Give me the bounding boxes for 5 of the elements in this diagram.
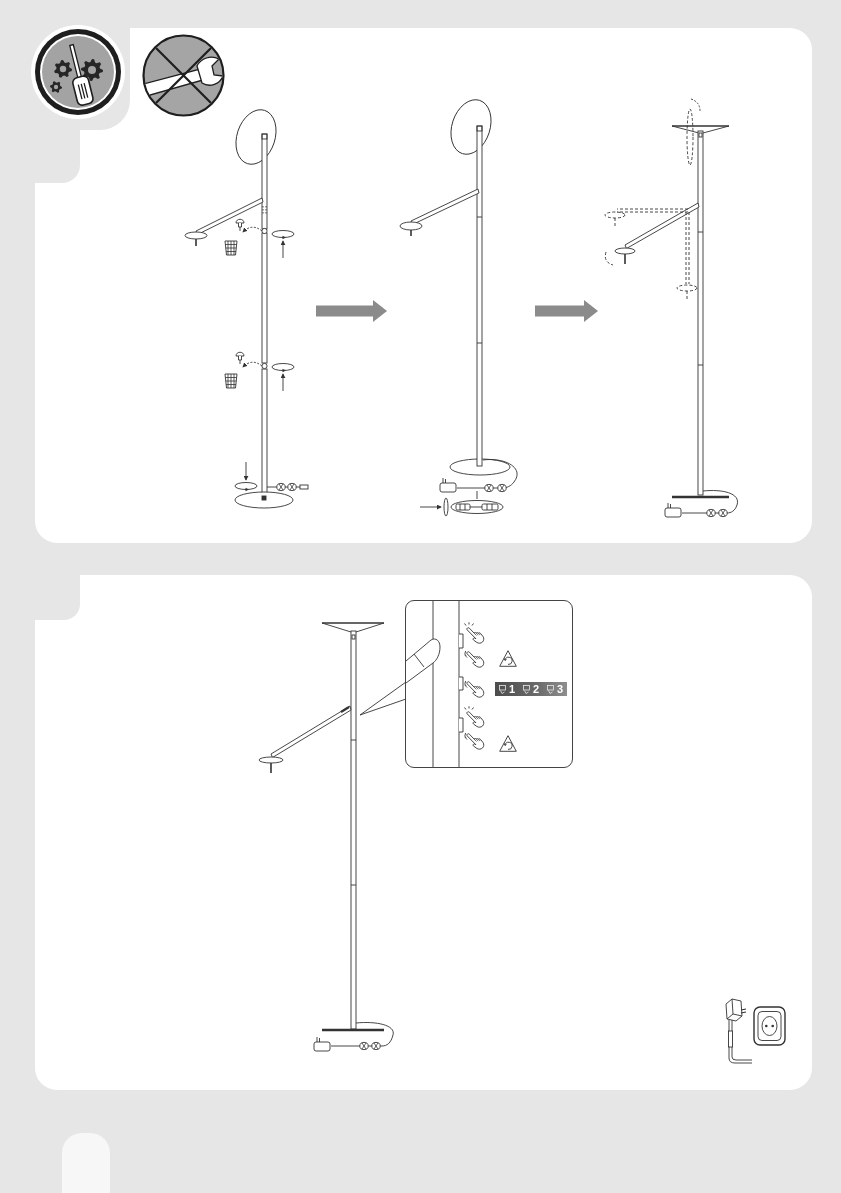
step-arrow	[535, 300, 598, 322]
mode-number: 1	[508, 683, 516, 695]
mode-number: 3	[556, 683, 564, 695]
step-arrow	[316, 300, 387, 322]
mode-number: 2	[532, 683, 540, 695]
